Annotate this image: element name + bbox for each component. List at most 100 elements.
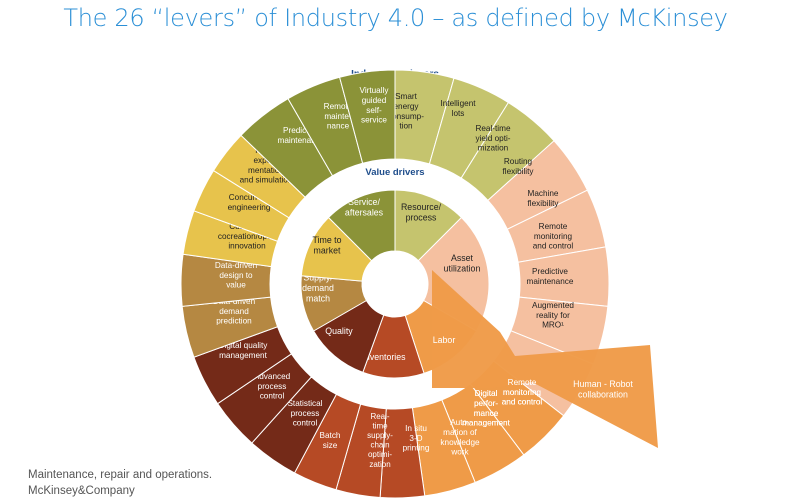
lever-label-line: Routing (504, 157, 533, 166)
lever-label-line: Batch (320, 431, 341, 440)
source-mckinsey: McKinsey&Company (28, 485, 135, 497)
lever-label-line: Advanced (254, 372, 291, 381)
lever-label-line: lots (452, 109, 465, 118)
lever-label-line: Data-driven (215, 261, 258, 270)
lever-label-line: Remote (324, 102, 353, 111)
value-driver-label-line: Service/ (348, 197, 380, 207)
lever-label-line: value (226, 281, 246, 290)
lever-label-line: and simulation (240, 176, 293, 185)
callout-label-line: collaboration (578, 389, 628, 399)
lever-label-line: flexibility (503, 167, 535, 176)
lever-label-line: engineering (228, 203, 271, 212)
value-drivers-ring: Resource/processAssetutilizationLaborInv… (300, 189, 490, 379)
lever-label-line: mation of (443, 428, 477, 437)
lever-label-line: and control (502, 398, 543, 407)
lever-label-line: Remote (539, 222, 568, 231)
lever-label-line: Machine (528, 189, 559, 198)
lever-label-line: Smart (395, 92, 418, 101)
lever-label-line: demand (219, 307, 249, 316)
value-driver-label-line: Quality (325, 326, 353, 336)
lever-label-line: Virtually (360, 86, 390, 95)
lever-label-line: Predictive (283, 126, 319, 135)
inner-ring-label: Value drivers (365, 167, 424, 178)
lever-label-line: Digital (475, 389, 498, 398)
lever-label-line: Digital quality (219, 341, 269, 350)
value-driver-label-line: market (314, 245, 341, 255)
labor-label: Labor (433, 335, 456, 345)
value-driver-label: Service/aftersales (345, 197, 384, 218)
footnote-mro: Maintenance, repair and operations. (28, 469, 213, 481)
lever-label-line: energy (393, 102, 419, 111)
lever-label-line: experi- (253, 156, 278, 165)
lever-label-line: chain (370, 441, 389, 450)
lever-label-line: and control (533, 242, 574, 251)
lever-label-line: self- (366, 106, 382, 115)
lever-label-line: Real- (370, 412, 389, 421)
value-driver-label-line: Inventories (362, 352, 406, 362)
value-driver-label-line: process (406, 212, 437, 222)
lever-label-line: monitoring (503, 388, 542, 397)
lever-label-line: perfor- (474, 399, 498, 408)
lever-label-line: supply- (367, 431, 393, 440)
value-driver-label: Resource/process (401, 202, 442, 223)
lever-label-line: Auto- (450, 418, 470, 427)
lever-label-line: 3-D (409, 434, 422, 443)
value-driver-label: Quality (325, 326, 353, 336)
lever-label-line: mance (474, 409, 499, 418)
lever-label-line: zation (369, 460, 390, 469)
lever-label-line: mance (474, 409, 499, 418)
lever-label-line: maintenance (527, 277, 574, 286)
lever-label-line: knowledge (440, 438, 480, 447)
lever-label-line: MRO¹ (542, 321, 564, 330)
lever-label-line: mization (478, 144, 509, 153)
lever-label-line: size (323, 441, 338, 450)
value-driver-label-line: utilization (444, 263, 481, 273)
lever-label-line: In situ (405, 424, 427, 433)
lever-label-line: work (450, 448, 469, 457)
lever-label-line: nance (327, 122, 350, 131)
lever-label-line: design to (219, 271, 253, 280)
value-driver-label-line: Time to (312, 235, 341, 245)
lever-label-line: process (291, 409, 320, 418)
lever-label-line: Concurrent (229, 193, 270, 202)
value-driver-label-line: Asset (451, 253, 474, 263)
lever-label-line: control (260, 392, 285, 401)
lever-label-line: mainte- (324, 112, 352, 121)
lever-label-line: prediction (216, 317, 252, 326)
value-driver-label-line: match (306, 294, 330, 304)
lever-label-line: Real-time (475, 124, 510, 133)
lever-label-line: perfor- (474, 399, 498, 408)
lever-label-line: management (219, 351, 268, 360)
lever-label-line: Data-driven (213, 297, 256, 306)
lever-label-line: management (462, 419, 511, 428)
lever-label-line: Digital (475, 389, 498, 398)
lever-label-line: tion (399, 122, 413, 131)
lever-label-line: Remote (508, 378, 537, 387)
lever-label-line: optimi- (368, 450, 392, 459)
lever-label-line: flexibility (528, 199, 560, 208)
lever-label-line: Augmented (532, 301, 574, 310)
white-separator (281, 170, 509, 398)
value-driver-label: Inventories (362, 352, 406, 362)
lever-label-line: printing (403, 444, 430, 453)
lever-label-line: Predictive (532, 267, 568, 276)
